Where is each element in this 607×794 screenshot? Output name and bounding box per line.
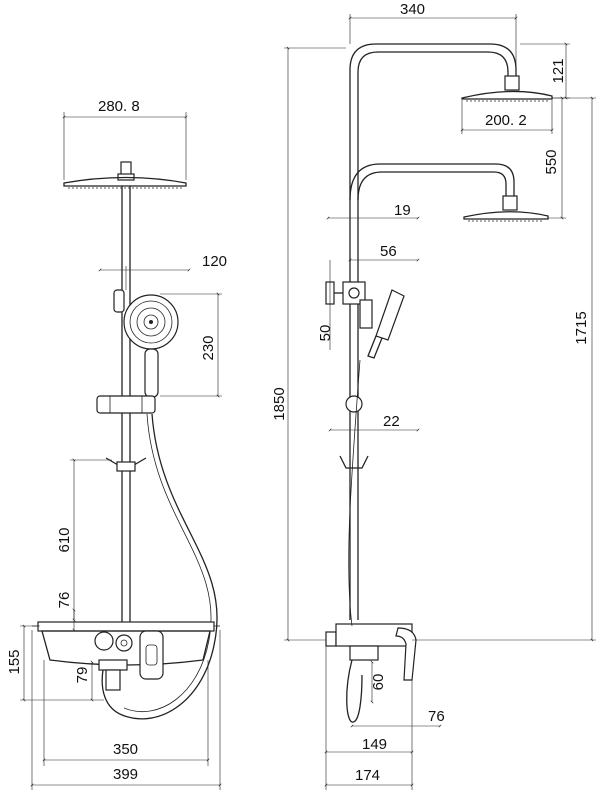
- dim-head-diameter: 280. 8: [98, 98, 140, 115]
- dim-head-width: 200. 2: [485, 112, 527, 129]
- dim-arm-reach: 340: [400, 1, 425, 18]
- diverter-valve-side: [325, 281, 366, 305]
- mixer-side: [325, 623, 417, 723]
- slider-bracket-front: [96, 395, 156, 414]
- wall-clip-side: [339, 455, 369, 469]
- dim-inner-width: 350: [113, 741, 138, 758]
- dim-pipe-offset: 19: [394, 202, 411, 219]
- dim-valve-offset: 56: [380, 243, 397, 260]
- dim-slider-offset: 22: [383, 413, 400, 430]
- dim-total-height: 1850: [271, 387, 288, 420]
- mixer-shelf-front: [32, 621, 220, 691]
- dim-handheld-height: 230: [200, 335, 217, 360]
- dim-total-depth: 174: [355, 767, 380, 784]
- lower-arm-side: [349, 163, 549, 222]
- side-view: 340 121 200. 2 550 19 56 50 1850 1715 22…: [271, 1, 596, 790]
- dim-valve-height: 50: [317, 325, 334, 342]
- dim-head-height: 1715: [573, 311, 590, 344]
- dim-spout-drop: 60: [370, 674, 387, 691]
- hose-side: [348, 359, 361, 627]
- dim-bracket-height: 610: [56, 527, 73, 552]
- dim-base-height: 155: [6, 649, 23, 674]
- dim-head-spacing: 550: [543, 149, 560, 174]
- front-view: 280. 8 120 230 610 76 155 79 350 399: [6, 98, 227, 790]
- dim-total-width: 399: [113, 766, 138, 783]
- dim-mixer-depth: 149: [362, 736, 387, 753]
- dim-spout-tail: 76: [428, 708, 445, 725]
- dim-top-drop: 121: [550, 58, 567, 83]
- hand-shower-front: [113, 289, 179, 398]
- upper-arm-side: [349, 43, 553, 620]
- dim-outlet-offset: 79: [74, 667, 91, 684]
- slider-ball-side: [345, 395, 363, 413]
- dim-handheld-offset: 120: [202, 253, 227, 270]
- dimensions-front: [20, 112, 222, 790]
- wall-clip-front: [105, 457, 147, 472]
- rain-head-front: [63, 161, 187, 189]
- hand-shower-side: [359, 289, 405, 359]
- dim-shelf-offset: 76: [56, 592, 73, 609]
- dimensions-side: [284, 14, 596, 790]
